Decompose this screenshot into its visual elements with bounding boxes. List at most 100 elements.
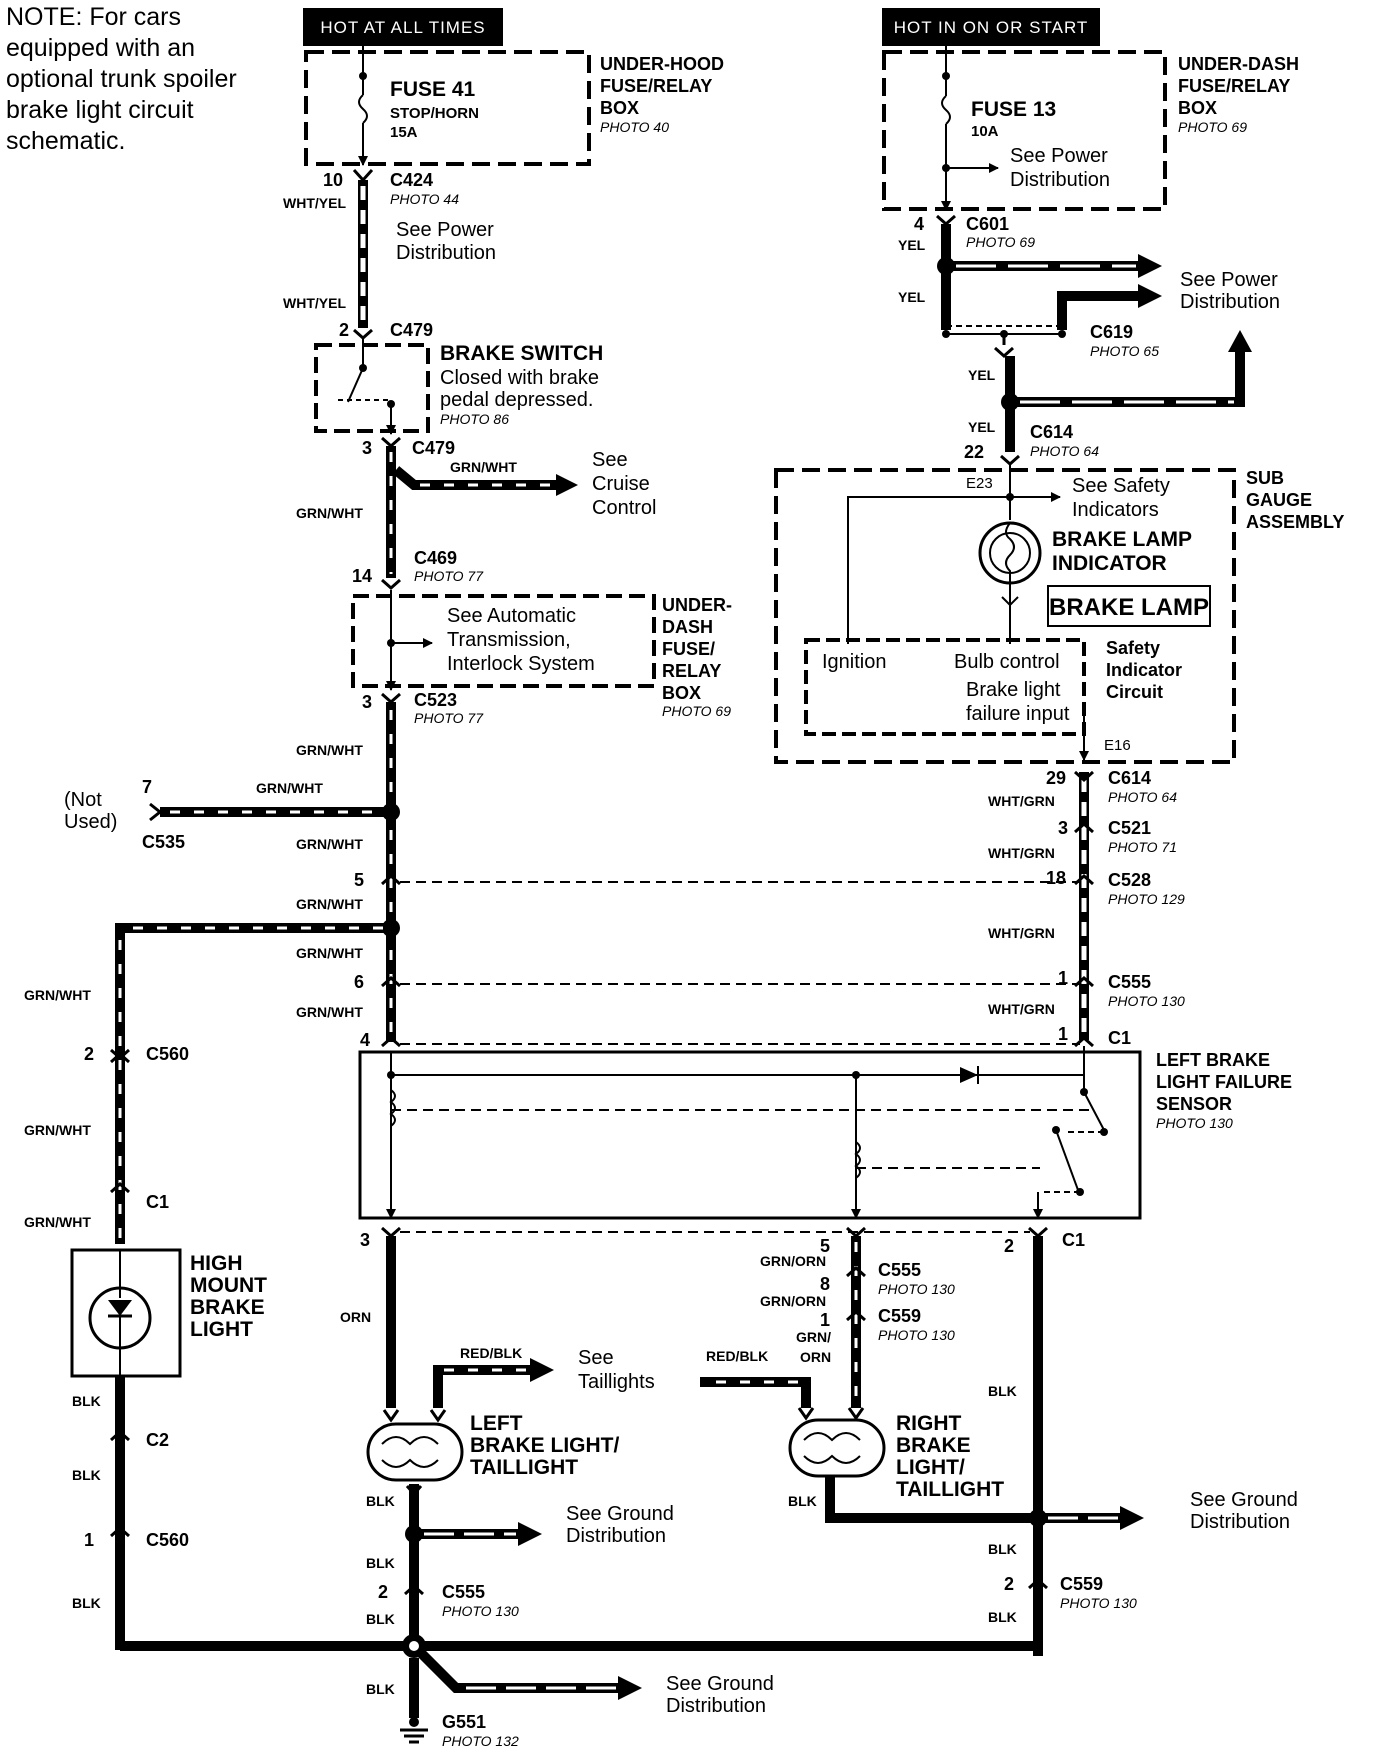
- svg-text:YEL: YEL: [898, 289, 926, 305]
- svg-text:HOT AT ALL TIMES: HOT AT ALL TIMES: [320, 18, 485, 37]
- underhood-fuse-box: FUSE 41 STOP/HORN 15A UNDER-HOOD FUSE/RE…: [304, 46, 724, 166]
- svg-text:Circuit: Circuit: [1106, 682, 1163, 702]
- fuse-13-icon: [941, 95, 951, 125]
- svg-text:PHOTO 130: PHOTO 130: [1060, 1595, 1137, 1611]
- svg-text:8: 8: [820, 1274, 830, 1294]
- svg-text:Distribution: Distribution: [566, 1525, 666, 1547]
- connector-c559-bottom: 2 C559 PHOTO 130: [1004, 1574, 1137, 1611]
- connector-c1-bottom: 3 2 C1: [360, 1226, 1085, 1256]
- wire-grn-wht-lower: GRN/WHT GRN/WHT GRN/WHT GRN/WHT GRN/WHT: [296, 702, 400, 1042]
- wire-yel: YEL YEL See Power Distribution: [898, 224, 1280, 330]
- svg-text:DASH: DASH: [662, 617, 713, 637]
- svg-text:BLK: BLK: [788, 1493, 817, 1509]
- svg-text:3: 3: [1058, 818, 1068, 838]
- svg-text:BLK: BLK: [366, 1611, 395, 1627]
- svg-text:GRN/ORN: GRN/ORN: [760, 1293, 826, 1309]
- svg-text:C559: C559: [1060, 1574, 1103, 1594]
- svg-text:Closed with brake: Closed with brake: [440, 367, 599, 389]
- svg-text:GRN/WHT: GRN/WHT: [296, 945, 363, 961]
- svg-text:4: 4: [914, 214, 924, 234]
- connector-c424: 10 C424 PHOTO 44: [323, 168, 459, 207]
- svg-text:Cruise: Cruise: [592, 473, 650, 495]
- svg-text:PHOTO 64: PHOTO 64: [1030, 443, 1099, 459]
- svg-text:C424: C424: [390, 170, 433, 190]
- svg-text:Taillights: Taillights: [578, 1371, 655, 1393]
- connector-c560-top: 2 C560: [84, 1044, 189, 1064]
- wire-blk-highmount: BLK BLK BLK: [72, 1376, 125, 1650]
- wire-blk-right: BLK BLK BLK BLK See Ground Distribution: [788, 1236, 1298, 1656]
- svg-text:See Ground: See Ground: [1190, 1489, 1298, 1511]
- svg-text:BLK: BLK: [72, 1595, 101, 1611]
- svg-text:Ignition: Ignition: [822, 651, 887, 673]
- svg-text:14: 14: [352, 566, 372, 586]
- svg-text:Distribution: Distribution: [1190, 1511, 1290, 1533]
- svg-text:STOP/HORN: STOP/HORN: [390, 105, 479, 122]
- svg-text:22: 22: [964, 442, 984, 462]
- svg-text:LEFT: LEFT: [470, 1412, 523, 1435]
- high-mount-brake-light: HIGH MOUNT BRAKE LIGHT: [70, 1248, 267, 1378]
- svg-text:WHT/GRN: WHT/GRN: [988, 845, 1055, 861]
- svg-text:WHT/GRN: WHT/GRN: [988, 793, 1055, 809]
- svg-text:7: 7: [142, 777, 152, 797]
- header-hot-on-start: HOT IN ON OR START: [882, 8, 1100, 46]
- wire-red-blk: RED/BLK RED/BLK See Taillights: [433, 1345, 811, 1408]
- svg-text:See: See: [578, 1347, 614, 1369]
- svg-text:WHT/GRN: WHT/GRN: [988, 1001, 1055, 1017]
- wire-blk-left: BLK BLK BLK See Ground Distribution: [366, 1484, 674, 1652]
- header-hot-always: HOT AT ALL TIMES: [303, 8, 503, 46]
- svg-text:C2: C2: [146, 1430, 169, 1450]
- svg-text:Used): Used): [64, 811, 117, 833]
- svg-text:BLK: BLK: [366, 1681, 395, 1697]
- wire-wht-yel: WHT/YEL WHT/YEL See Power Distribution: [283, 180, 496, 328]
- svg-text:Brake light: Brake light: [966, 679, 1061, 701]
- svg-text:C1: C1: [146, 1192, 169, 1212]
- svg-text:PHOTO 69: PHOTO 69: [662, 703, 731, 719]
- svg-text:1: 1: [84, 1530, 94, 1550]
- connector-c1-top-left: 4: [360, 1030, 1080, 1050]
- svg-text:PHOTO 69: PHOTO 69: [966, 234, 1035, 250]
- svg-text:WHT/YEL: WHT/YEL: [283, 295, 346, 311]
- svg-text:PHOTO 130: PHOTO 130: [1108, 993, 1185, 1009]
- connector-c479-top: 2 C479: [339, 320, 433, 341]
- svg-text:(Not: (Not: [64, 789, 102, 811]
- svg-text:2: 2: [84, 1044, 94, 1064]
- svg-text:C479: C479: [412, 438, 455, 458]
- svg-text:BRAKE SWITCH: BRAKE SWITCH: [440, 342, 603, 365]
- connector-c614-bottom: 29 C614 PHOTO 64: [1046, 768, 1177, 805]
- svg-text:PHOTO 129: PHOTO 129: [1108, 891, 1185, 907]
- svg-text:GRN/WHT: GRN/WHT: [24, 1214, 91, 1230]
- svg-text:Bulb control: Bulb control: [954, 651, 1060, 673]
- svg-text:FUSE 13: FUSE 13: [971, 98, 1056, 121]
- connector-c555-right: 1 C555 PHOTO 130: [1058, 968, 1185, 1009]
- connector-c560-bottom: 1 C560: [84, 1525, 189, 1550]
- ground-bus: BLK See Ground Distribution: [120, 1634, 1043, 1718]
- svg-text:See Power: See Power: [396, 219, 494, 241]
- svg-text:3: 3: [360, 1230, 370, 1250]
- svg-text:GRN/WHT: GRN/WHT: [296, 742, 363, 758]
- connector-c619: C619 PHOTO 65: [942, 322, 1159, 359]
- svg-text:GRN/WHT: GRN/WHT: [24, 987, 91, 1003]
- fuse-41-icon: [358, 94, 368, 124]
- svg-text:BRAKE: BRAKE: [896, 1434, 971, 1457]
- diode-icon: [960, 1067, 978, 1083]
- svg-text:See Automatic: See Automatic: [447, 605, 576, 627]
- svg-text:PHOTO 71: PHOTO 71: [1108, 839, 1177, 855]
- svg-text:PHOTO 130: PHOTO 130: [878, 1281, 955, 1297]
- svg-text:E23: E23: [966, 475, 993, 492]
- left-bulb-icon: [366, 1422, 464, 1482]
- svg-text:Control: Control: [592, 497, 656, 519]
- svg-text:BLK: BLK: [988, 1541, 1017, 1557]
- svg-text:GRN/: GRN/: [796, 1329, 831, 1345]
- svg-text:PHOTO 64: PHOTO 64: [1108, 789, 1177, 805]
- connector-c1-highmount: C1: [110, 1181, 169, 1212]
- svg-text:PHOTO 132: PHOTO 132: [442, 1733, 519, 1749]
- right-bulb-icon: [788, 1418, 886, 1478]
- svg-text:BRAKE LIGHT/: BRAKE LIGHT/: [470, 1434, 619, 1457]
- svg-text:PHOTO 130: PHOTO 130: [442, 1603, 519, 1619]
- wire-grn-wht-trunk: GRN/WHT GRN/WHT See Cruise Control: [296, 446, 656, 578]
- wire-grn-orn: GRN/ORN GRN/ORN GRN/ ORN: [760, 1236, 866, 1408]
- svg-text:BLK: BLK: [988, 1609, 1017, 1625]
- svg-text:PHOTO 77: PHOTO 77: [414, 710, 484, 726]
- svg-text:C523: C523: [414, 690, 457, 710]
